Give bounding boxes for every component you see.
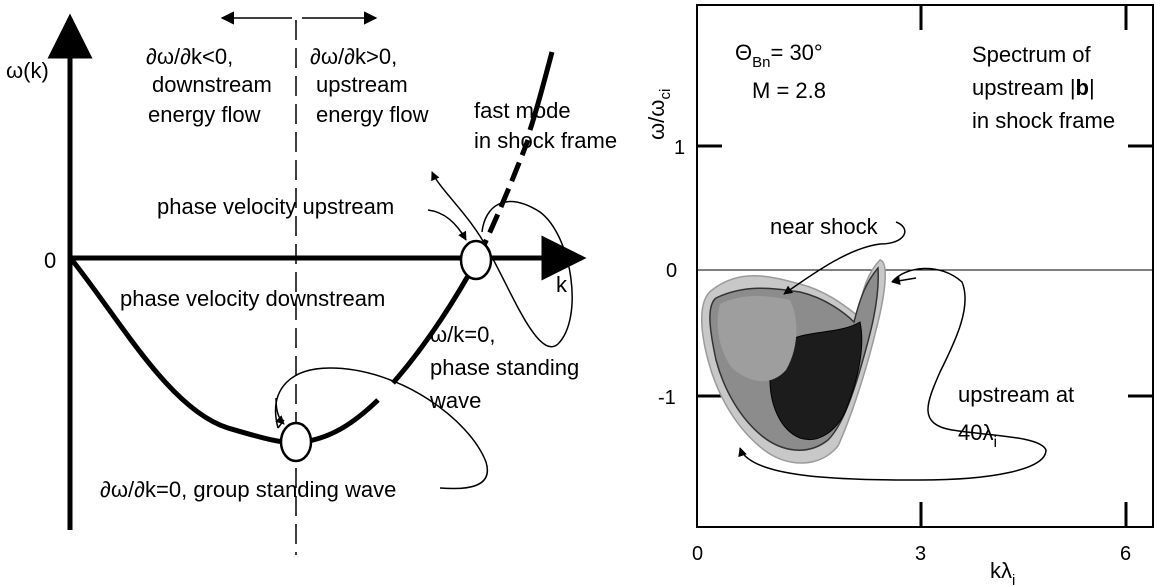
group-standing-arrow xyxy=(275,397,285,425)
dispersion-diagram: ω(k) k 0 ∂ω/∂k<0, downstream energy flow… xyxy=(6,11,617,555)
plot-frame xyxy=(696,4,1154,528)
x-axis-label: k xyxy=(556,272,568,297)
upstream-line1: upstream at xyxy=(958,382,1074,407)
right-region-line2: upstream xyxy=(316,72,408,97)
ytick-label-1: 1 xyxy=(674,137,685,159)
upstream-head xyxy=(891,276,917,286)
phase-up-label: phase velocity upstream xyxy=(157,194,394,219)
upstream-line2: 40λi xyxy=(958,420,997,451)
dispersion-curve-lower xyxy=(70,258,380,446)
left-region-line3: energy flow xyxy=(148,102,261,127)
dispersion-curve-top xyxy=(527,51,555,131)
group-standing-point xyxy=(279,421,313,463)
xtick-label-6: 6 xyxy=(1120,543,1131,565)
group-standing-label: ∂ω/∂k=0, group standing wave xyxy=(100,477,396,502)
x-axis-label: kλi xyxy=(990,558,1015,587)
near-shock-arrow xyxy=(783,221,906,295)
group-standing-loop xyxy=(274,367,489,490)
phase-down-label: phase velocity downstream xyxy=(120,286,385,311)
dispersion-curve-dashed xyxy=(475,139,531,260)
fast-mode-line2: in shock frame xyxy=(474,128,617,153)
fast-mode-loop xyxy=(431,171,573,348)
left-region-line2: downstream xyxy=(152,72,272,97)
phase-up-arrow xyxy=(427,209,467,241)
fast-mode-line1: fast mode xyxy=(474,98,571,123)
ytick-label-0: 0 xyxy=(666,260,677,282)
upstream-loop-arrow xyxy=(738,267,1047,481)
title-line2: upstream |b| xyxy=(972,75,1095,100)
spectrum-panel: 1 0 -1 0 3 6 ω/ωci kλi ΘBn= 30° M = 2.8 … xyxy=(644,4,1154,587)
left-region-line1: ∂ω/∂k<0, xyxy=(146,44,233,69)
y-axis-label: ω(k) xyxy=(6,58,49,83)
phase-standing-line1: ω/k=0, xyxy=(430,322,495,347)
zero-label: 0 xyxy=(44,248,56,273)
near-shock-label: near shock xyxy=(770,214,879,239)
right-region-line3: energy flow xyxy=(316,102,429,127)
phase-standing-point xyxy=(459,239,493,281)
right-region-line1: ∂ω/∂k>0, xyxy=(310,44,397,69)
xtick-label-3: 3 xyxy=(915,543,926,565)
title-line3: in shock frame xyxy=(972,108,1115,133)
phase-standing-line2: phase standing xyxy=(430,355,579,380)
phase-standing-line3: wave xyxy=(429,388,481,413)
ytick-label-m1: -1 xyxy=(658,387,676,409)
xtick-label-0: 0 xyxy=(692,543,703,565)
title-line1: Spectrum of xyxy=(972,42,1091,67)
mach-label: M = 2.8 xyxy=(752,78,826,103)
theta-label: ΘBn= 30° xyxy=(735,40,823,71)
y-axis-label: ω/ωci xyxy=(644,89,674,140)
spectrum-light-patch xyxy=(717,296,797,382)
y-axis-label-group: ω/ωci xyxy=(644,89,674,140)
